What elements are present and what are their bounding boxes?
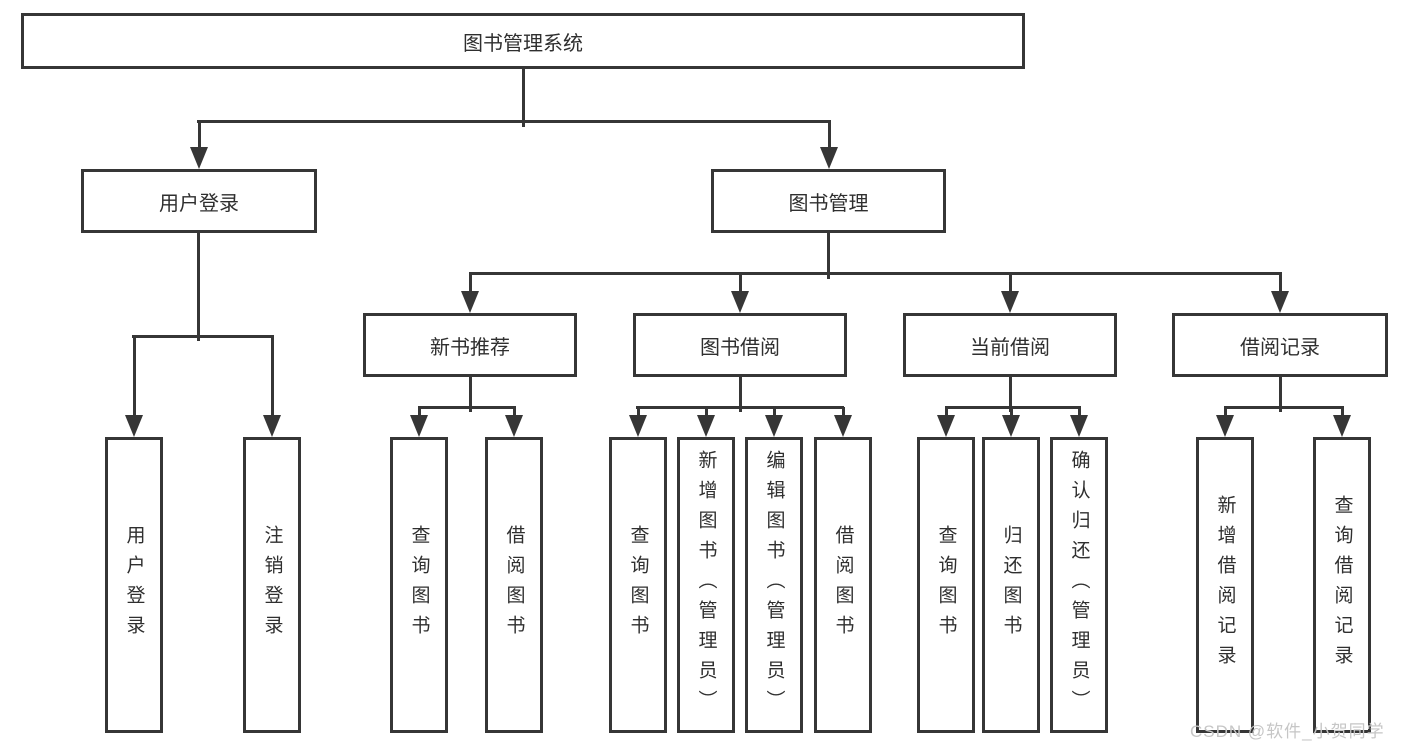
leaf-edit-books-admin: 编辑图书（管理员）: [745, 437, 803, 733]
arrow-down-icon: [820, 147, 838, 169]
leaf-label: 借阅图书: [832, 525, 854, 645]
leaf-label: 新增借阅记录: [1214, 495, 1236, 675]
connector-vline: [1009, 273, 1012, 293]
node-label: 图书管理系统: [463, 32, 583, 55]
arrow-down-icon: [629, 415, 647, 437]
arrow-down-icon: [765, 415, 783, 437]
arrow-down-icon: [190, 147, 208, 169]
node-book-borrowing: 图书借阅: [633, 313, 847, 377]
leaf-label: 编辑图书（管理员）: [763, 450, 785, 720]
leaf-query-books-borrowing: 查询图书: [609, 437, 667, 733]
node-label: 用户登录: [159, 192, 239, 215]
leaf-label: 查询借阅记录: [1331, 495, 1353, 675]
node-current-borrowing: 当前借阅: [903, 313, 1117, 377]
node-borrowing-records: 借阅记录: [1172, 313, 1388, 377]
connector-vline: [1078, 407, 1081, 418]
connector-vline: [197, 233, 200, 341]
watermark-text: CSDN @软件_小贺同学: [1190, 722, 1385, 741]
connector-vline: [1279, 273, 1282, 293]
connector-vline: [1010, 407, 1013, 418]
connector-hline: [945, 406, 1081, 409]
connector-hline: [132, 335, 274, 338]
connector-hline: [636, 406, 844, 409]
connector-vline: [198, 121, 201, 149]
connector-vline: [705, 407, 708, 418]
node-label: 当前借阅: [970, 336, 1050, 359]
connector-vline: [842, 407, 845, 418]
node-label: 新书推荐: [430, 336, 510, 359]
arrow-down-icon: [731, 291, 749, 313]
leaf-borrow-books-borrowing: 借阅图书: [814, 437, 872, 733]
node-label: 图书借阅: [700, 336, 780, 359]
connector-hline: [469, 272, 1282, 275]
arrow-down-icon: [834, 415, 852, 437]
node-label: 借阅记录: [1240, 336, 1320, 359]
arrow-down-icon: [461, 291, 479, 313]
connector-vline: [828, 121, 831, 149]
leaf-label: 新增图书（管理员）: [695, 450, 717, 720]
arrow-down-icon: [125, 415, 143, 437]
leaf-label: 归还图书: [1000, 525, 1022, 645]
leaf-borrow-books-recommend: 借阅图书: [485, 437, 543, 733]
connector-vline: [773, 407, 776, 418]
connector-hline: [418, 406, 516, 409]
connector-vline: [469, 377, 472, 412]
arrow-down-icon: [1271, 291, 1289, 313]
connector-vline: [1341, 407, 1344, 418]
connector-vline: [637, 407, 640, 418]
arrow-down-icon: [937, 415, 955, 437]
connector-hline: [1224, 406, 1344, 409]
connector-vline: [513, 407, 516, 418]
connector-hline: [197, 120, 831, 123]
arrow-down-icon: [505, 415, 523, 437]
leaf-query-books-current: 查询图书: [917, 437, 975, 733]
leaf-label: 查询图书: [935, 525, 957, 645]
leaf-label: 查询图书: [627, 525, 649, 645]
connector-vline: [739, 273, 742, 293]
arrow-down-icon: [1216, 415, 1234, 437]
leaf-logout: 注销登录: [243, 437, 301, 733]
connector-vline: [945, 407, 948, 418]
node-user-login: 用户登录: [81, 169, 317, 233]
leaf-label: 用户登录: [123, 525, 145, 645]
arrow-down-icon: [1070, 415, 1088, 437]
leaf-label: 注销登录: [261, 525, 283, 645]
leaf-confirm-return-admin: 确认归还（管理员）: [1050, 437, 1108, 733]
leaf-query-books-recommend: 查询图书: [390, 437, 448, 733]
leaf-label: 借阅图书: [503, 525, 525, 645]
arrow-down-icon: [263, 415, 281, 437]
node-label: 图书管理: [788, 192, 869, 215]
node-book-management: 图书管理: [711, 169, 946, 233]
arrow-down-icon: [410, 415, 428, 437]
connector-vline: [133, 336, 136, 417]
leaf-label: 确认归还（管理员）: [1068, 450, 1090, 720]
leaf-return-books: 归还图书: [982, 437, 1040, 733]
leaf-add-borrow-record: 新增借阅记录: [1196, 437, 1254, 733]
leaf-user-login: 用户登录: [105, 437, 163, 733]
connector-vline: [1009, 377, 1012, 412]
leaf-add-books-admin: 新增图书（管理员）: [677, 437, 735, 733]
connector-vline: [418, 407, 421, 418]
connector-vline: [271, 336, 274, 417]
node-new-book-recommendation: 新书推荐: [363, 313, 577, 377]
connector-vline: [469, 273, 472, 293]
arrow-down-icon: [1002, 415, 1020, 437]
leaf-query-borrow-record: 查询借阅记录: [1313, 437, 1371, 733]
connector-vline: [522, 67, 525, 127]
connector-vline: [1279, 377, 1282, 412]
connector-vline: [1224, 407, 1227, 418]
node-library-management-system: 图书管理系统: [21, 13, 1025, 69]
leaf-label: 查询图书: [408, 525, 430, 645]
connector-vline: [739, 377, 742, 412]
connector-vline: [827, 233, 830, 279]
arrow-down-icon: [1333, 415, 1351, 437]
arrow-down-icon: [697, 415, 715, 437]
arrow-down-icon: [1001, 291, 1019, 313]
